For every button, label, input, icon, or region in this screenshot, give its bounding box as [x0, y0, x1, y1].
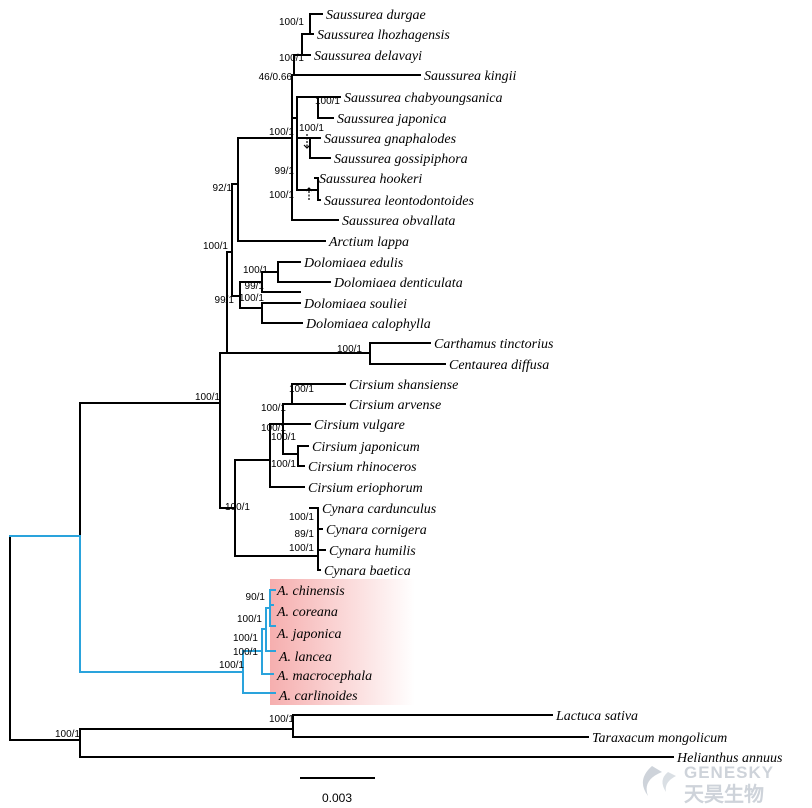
support-label: 100/1 [269, 190, 294, 201]
tip-label: Saussurea gnaphalodes [324, 132, 457, 147]
support-label: 100/1 [261, 423, 286, 434]
watermark-brand-cn: 天昊生物 [684, 782, 764, 806]
tip-label: A. carlinoides [278, 689, 358, 704]
support-label: 100/1 [233, 647, 258, 658]
tip-label: Centaurea diffusa [449, 358, 549, 373]
support-label: 100/1 [271, 432, 296, 443]
atractylodes-highlight [270, 579, 415, 705]
support-label: 100/1 [261, 403, 286, 414]
tip-label: Lactuca sativa [555, 709, 638, 724]
scale-bar: 0.003 [300, 777, 375, 805]
tip-label: Saussurea durgae [326, 8, 426, 23]
tip-label: Cynara baetica [324, 564, 411, 579]
support-label: 100/1 [243, 265, 268, 276]
support-label: 100/1 [195, 392, 220, 403]
support-label: 100/1 [203, 241, 228, 252]
tip-label: Saussurea obvallata [342, 214, 455, 229]
support-label: 100/1 [289, 543, 314, 554]
support-label: 100/1 [279, 53, 304, 64]
support-arrowhead [303, 144, 311, 149]
support-label: 90/1 [246, 592, 266, 603]
tip-label: Saussurea hookeri [319, 172, 422, 187]
tip-label: Dolomiaea calophylla [305, 317, 431, 332]
support-label: 100/1 [55, 729, 80, 740]
tip-label: Carthamus tinctorius [434, 337, 554, 352]
tip-label: Cirsium eriophorum [308, 481, 423, 496]
tip-label: Cynara humilis [329, 544, 416, 559]
support-arrowhead [305, 187, 313, 192]
tip-label: A. macrocephala [276, 669, 372, 684]
support-label: 100/1 [269, 127, 294, 138]
tip-label: Cirsium japonicum [312, 440, 420, 455]
support-label: 100/1 [219, 660, 244, 671]
tip-label: Saussurea gossipiphora [334, 152, 468, 167]
tip-label: Dolomiaea souliei [303, 297, 407, 312]
tip-label: Dolomiaea edulis [303, 256, 404, 271]
tip-label: Cynara cardunculus [322, 502, 437, 517]
tip-label: A. japonica [276, 627, 342, 642]
tip-label: A. lancea [278, 650, 332, 665]
support-label: 100/1 [315, 96, 340, 107]
tip-label: A. coreana [276, 605, 338, 620]
tip-label: Taraxacum mongolicum [592, 731, 727, 746]
support-label: 89/1 [295, 529, 315, 540]
scale-bar-label: 0.003 [322, 791, 352, 805]
tip-label: Cynara cornigera [326, 523, 427, 538]
tip-label: Saussurea japonica [337, 112, 447, 127]
tip-label: Cirsium vulgare [314, 418, 405, 433]
tree-branches [9, 13, 674, 758]
support-label: 100/1 [289, 512, 314, 523]
support-label: 99/1 [245, 281, 265, 292]
support-label: 92/1 [213, 183, 233, 194]
support-label: 100/1 [279, 17, 304, 28]
support-label: 100/1 [299, 123, 324, 134]
support-label: 100/1 [233, 633, 258, 644]
support-label: 99/1 [215, 295, 235, 306]
tip-label: Cirsium shansiense [349, 378, 458, 393]
support-label: 100/1 [271, 459, 296, 470]
support-label: 100/1 [289, 384, 314, 395]
tip-label: A. chinensis [276, 584, 345, 599]
tip-label: Saussurea chabyoungsanica [344, 91, 503, 106]
support-label: 46/0.66 [259, 72, 293, 83]
support-label: 100/1 [239, 293, 264, 304]
tip-label: Saussurea delavayi [314, 49, 422, 64]
tip-label: Dolomiaea denticulata [333, 276, 463, 291]
support-label: 99/1 [275, 166, 295, 177]
watermark-brand: GENESKY [684, 763, 774, 782]
tip-label: Saussurea lhozhagensis [317, 28, 450, 43]
tip-label: Arctium lappa [328, 235, 409, 250]
tip-label: Cirsium rhinoceros [308, 460, 417, 475]
genesky-logo-icon [642, 766, 676, 796]
watermark: GENESKY 天昊生物 [642, 763, 774, 806]
tip-label: Cirsium arvense [349, 398, 441, 413]
support-label: 100/1 [337, 344, 362, 355]
support-label: 100/1 [237, 614, 262, 625]
support-label: 100/1 [225, 502, 250, 513]
support-label: 100/1 [269, 714, 294, 725]
tip-label: Saussurea leontodontoides [324, 194, 475, 209]
tip-label: Helianthus annuus [676, 751, 783, 766]
support-arrows [303, 134, 313, 200]
tip-label: Saussurea kingii [424, 69, 517, 84]
